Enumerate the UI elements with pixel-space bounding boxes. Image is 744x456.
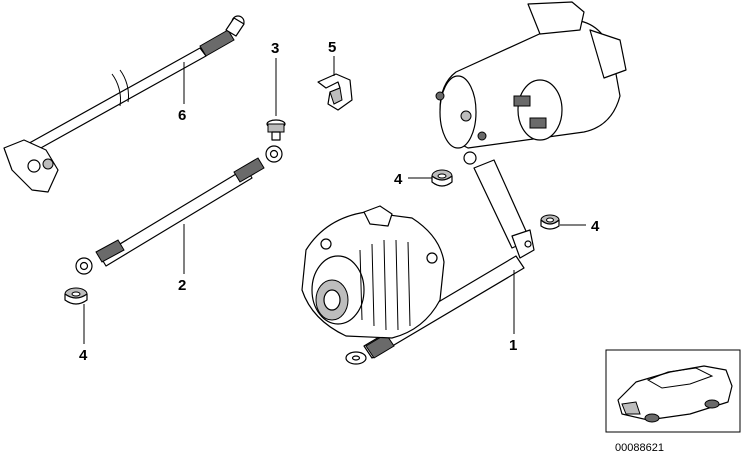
alternator-mount: [363, 205, 393, 227]
eyelet-hole-bottom: [79, 261, 89, 271]
cable-6-lug: [225, 17, 245, 37]
alternator-vents: [359, 239, 411, 331]
cable-6-break-mark: [111, 73, 121, 107]
callout-2: 2: [178, 277, 186, 294]
callout-4-left: 4: [79, 347, 88, 364]
clip-inner: [329, 87, 343, 105]
car-wheel-front: [644, 413, 660, 423]
nut-4-right: [540, 214, 560, 230]
eyelet-hole-top: [269, 149, 279, 159]
callout-1: 1: [509, 337, 517, 354]
clamp-nut: [42, 158, 54, 170]
car-windows: [646, 367, 714, 389]
car-wheel-rear: [704, 399, 720, 409]
bolt-hex: [267, 123, 285, 133]
reference-number: 00088621: [615, 442, 664, 454]
cable-6-sleeve: [199, 29, 235, 57]
callout-3: 3: [271, 40, 279, 57]
car-front-grille: [621, 401, 641, 415]
bracket-hole: [524, 240, 532, 248]
starter-nose: [589, 29, 627, 79]
cable-1-bracket: [511, 229, 535, 259]
nut-side: [64, 293, 88, 305]
cable-6-body: [23, 47, 207, 155]
callout-6: 6: [178, 107, 186, 124]
nut-4-left: [64, 287, 88, 305]
nut-side: [431, 175, 453, 187]
alternator: [301, 205, 445, 339]
vehicle-thumbnail: [605, 349, 741, 433]
solenoid-terminal-1: [513, 95, 531, 107]
clamp-bolt: [27, 159, 41, 173]
nut-4-center: [431, 169, 453, 187]
cable-2-sleeve-bottom: [95, 239, 125, 263]
starter-flange: [527, 1, 585, 35]
nut-hole: [71, 291, 81, 297]
cable-2-sleeve-top: [233, 157, 265, 183]
starter-stud-1: [435, 91, 445, 101]
callout-4-right: 4: [591, 218, 600, 235]
cable-1-eyelet-top: [463, 151, 477, 165]
starter-stud-2: [460, 110, 472, 122]
callout-4-center: 4: [394, 171, 403, 188]
alternator-lug: [320, 238, 332, 250]
bolt-shank: [271, 131, 281, 141]
starter-motor: [435, 1, 627, 149]
eyelet-hole: [351, 355, 361, 361]
solenoid: [517, 79, 563, 141]
cable-2-body: [99, 167, 253, 267]
clip-5: [317, 73, 353, 111]
cable-6-break-mark-2: [119, 69, 129, 103]
starter-endcap: [439, 75, 477, 149]
nut-hole: [437, 173, 447, 179]
starter-stud-3: [477, 131, 487, 141]
bolt-3: [266, 119, 286, 141]
nut-side: [540, 219, 560, 230]
nut-hole: [546, 217, 554, 223]
cable-6-assembly: [3, 15, 245, 193]
alternator-terminal: [426, 252, 438, 264]
solenoid-terminal-2: [529, 117, 547, 129]
cable-2-assembly: [75, 145, 283, 275]
callout-5: 5: [328, 39, 336, 56]
pulley-hub: [323, 289, 341, 311]
